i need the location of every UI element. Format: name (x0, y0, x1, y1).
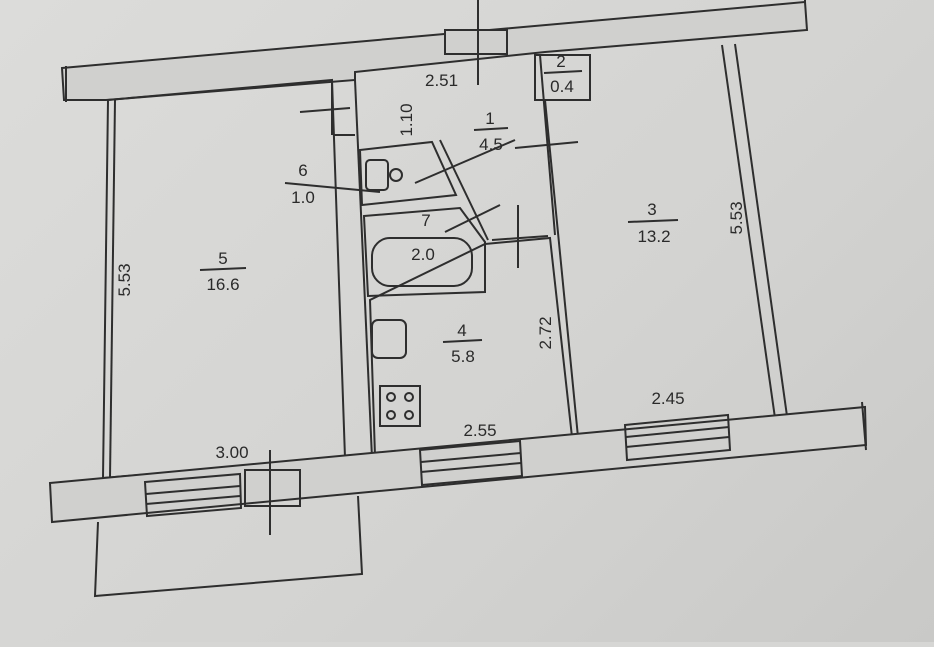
fraction-bar (442, 339, 483, 343)
dim-hall-width: 2.51 (425, 71, 458, 90)
fraction-bar (543, 70, 583, 74)
room-3-right-wall (721, 44, 776, 419)
top-outer-wall (60, 0, 809, 101)
window-pane (420, 452, 522, 463)
fraction-bar (284, 182, 381, 193)
room-5-door-mark (299, 107, 351, 113)
room-3-left-wall (544, 99, 579, 438)
door-tick-2 (491, 235, 549, 241)
dim-room-5-length: 5.53 (115, 263, 134, 296)
dim-hall-depth: 1.10 (397, 103, 416, 136)
room-1-area: 4.5 (479, 135, 503, 154)
room-3-number: 3 (647, 200, 656, 219)
stove-burner-icon (386, 410, 396, 420)
fraction-bar (473, 127, 509, 131)
room-3-right-wall-2 (734, 43, 788, 417)
balcony-outline (93, 495, 364, 598)
dim-room-5-width: 3.00 (215, 443, 248, 462)
window-pane (145, 495, 241, 505)
bathtub-icon (371, 237, 473, 287)
room-7-area: 2.0 (411, 245, 435, 264)
fraction-bar (627, 219, 679, 223)
stove-icon (379, 385, 421, 427)
stove-burner-icon (404, 410, 414, 420)
wall-tick-right (861, 401, 867, 451)
room-3-area: 13.2 (637, 227, 670, 246)
dim-kitchen-width: 2.55 (463, 421, 496, 440)
dim-room-3-length: 5.53 (727, 201, 746, 234)
hall-tick (514, 141, 579, 149)
bath-leader (444, 204, 501, 233)
bath-outline (362, 206, 486, 298)
stove-burner-icon (386, 392, 396, 402)
room-4-area: 5.8 (451, 347, 475, 366)
room-2-number: 2 (556, 52, 565, 71)
room-5-area: 16.6 (206, 275, 239, 294)
bath-partition (439, 139, 489, 241)
bottom-outer-wall (48, 405, 868, 524)
room-4-number: 4 (457, 321, 466, 340)
room-5-left-wall (109, 99, 116, 479)
room-6-number: 6 (298, 161, 307, 180)
toilet-bowl-icon (389, 168, 403, 182)
window-kitchen (418, 439, 524, 487)
wc-outline (358, 140, 458, 207)
room-5-number: 5 (218, 249, 227, 268)
window-pane (145, 485, 241, 495)
window-pane (625, 436, 730, 448)
window-pane (420, 462, 522, 473)
dim-room-3-width: 2.45 (651, 389, 684, 408)
window-pane (625, 426, 730, 438)
partition-wall (354, 79, 373, 459)
room-7-number: 7 (421, 211, 430, 230)
room-6-area: 1.0 (291, 188, 315, 207)
window-room-3 (623, 413, 732, 462)
sink-icon (371, 319, 407, 359)
balcony-door (244, 469, 301, 507)
vent-block (444, 29, 508, 55)
stove-burner-icon (404, 392, 414, 402)
room-2-area: 0.4 (550, 77, 574, 96)
fraction-bar (199, 267, 247, 271)
dim-kitchen-length: 2.72 (536, 316, 555, 349)
room-1-number: 1 (485, 109, 494, 128)
closet-2-outline (534, 54, 591, 101)
hall-leader (414, 139, 516, 184)
toilet-icon (365, 159, 389, 191)
